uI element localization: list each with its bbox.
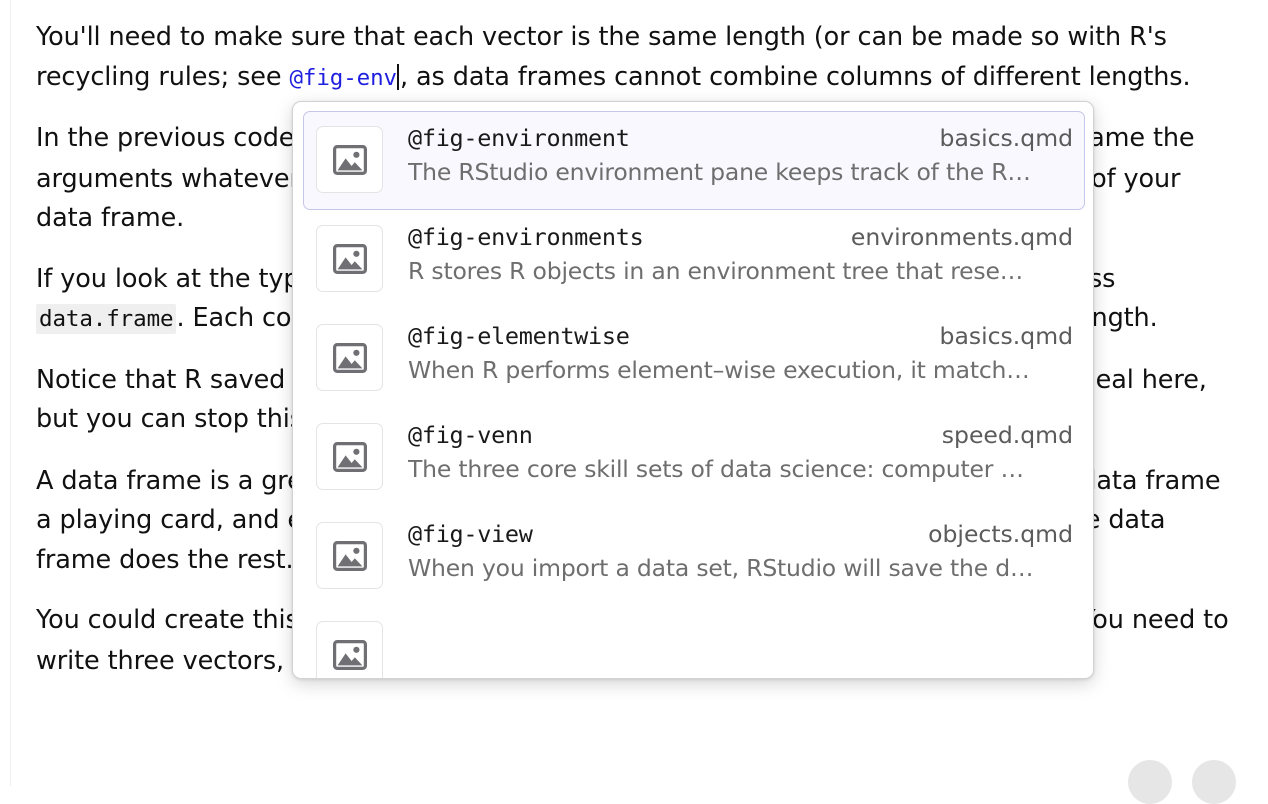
crossref-item-header: @fig-view objects.qmd — [408, 520, 1073, 548]
round-button-right[interactable] — [1192, 760, 1236, 804]
text-cursor — [397, 63, 400, 90]
crossref-item-filename: basics.qmd — [939, 124, 1073, 152]
crossref-item-text — [408, 617, 1073, 625]
crossref-item-description: The RStudio environment pane keeps track… — [408, 158, 1031, 186]
crossref-item-header: @fig-venn speed.qmd — [408, 421, 1073, 449]
crossref-item-header: @fig-elementwise basics.qmd — [408, 322, 1073, 350]
image-placeholder-icon — [316, 423, 383, 490]
crossref-item-filename: environments.qmd — [850, 223, 1073, 251]
crossref-item-id: @fig-elementwise — [408, 322, 630, 350]
crossref-item-description: When you import a data set, RStudio will… — [408, 554, 1034, 582]
crossref-item-header: @fig-environment basics.qmd — [408, 124, 1073, 152]
crossref-token[interactable]: @fig-env — [289, 64, 398, 91]
inline-code: data.frame — [36, 304, 177, 334]
image-placeholder-icon — [316, 225, 383, 292]
crossref-item-id: @fig-environment — [408, 124, 630, 152]
crossref-item-id: @fig-environments — [408, 223, 644, 251]
crossref-item-filename: basics.qmd — [939, 322, 1073, 350]
crossref-item-id: @fig-venn — [408, 421, 533, 449]
image-placeholder-icon — [316, 621, 383, 678]
crossref-list-item[interactable]: @fig-environments environments.qmd R store… — [303, 210, 1085, 309]
image-placeholder-icon — [316, 522, 383, 589]
image-placeholder-icon — [316, 324, 383, 391]
crossref-item-description: R stores R objects in an environment tre… — [408, 257, 1024, 285]
crossref-item-header: @fig-environments environments.qmd — [408, 223, 1073, 251]
paragraph-text: , as data frames cannot combine columns … — [400, 61, 1191, 92]
crossref-item-filename: objects.qmd — [928, 520, 1073, 548]
round-button-left[interactable] — [1128, 760, 1172, 804]
crossref-item-description: When R performs element–wise execution, … — [408, 356, 1030, 384]
image-placeholder-icon — [316, 126, 383, 193]
editor-gutter-rule — [10, 0, 11, 786]
crossref-item-filename: speed.qmd — [941, 421, 1073, 449]
floating-action-buttons[interactable] — [1128, 760, 1236, 804]
paragraph-text: You'll need to make sure that each vecto… — [36, 22, 1167, 92]
crossref-list-item[interactable] — [303, 606, 1085, 678]
crossref-item-id: @fig-view — [408, 520, 533, 548]
crossref-item-text: @fig-environments environments.qmd R store… — [408, 221, 1073, 285]
paragraph[interactable]: You'll need to make sure that each vecto… — [36, 18, 1236, 98]
crossref-item-description: The three core skill sets of data scienc… — [408, 455, 1024, 483]
